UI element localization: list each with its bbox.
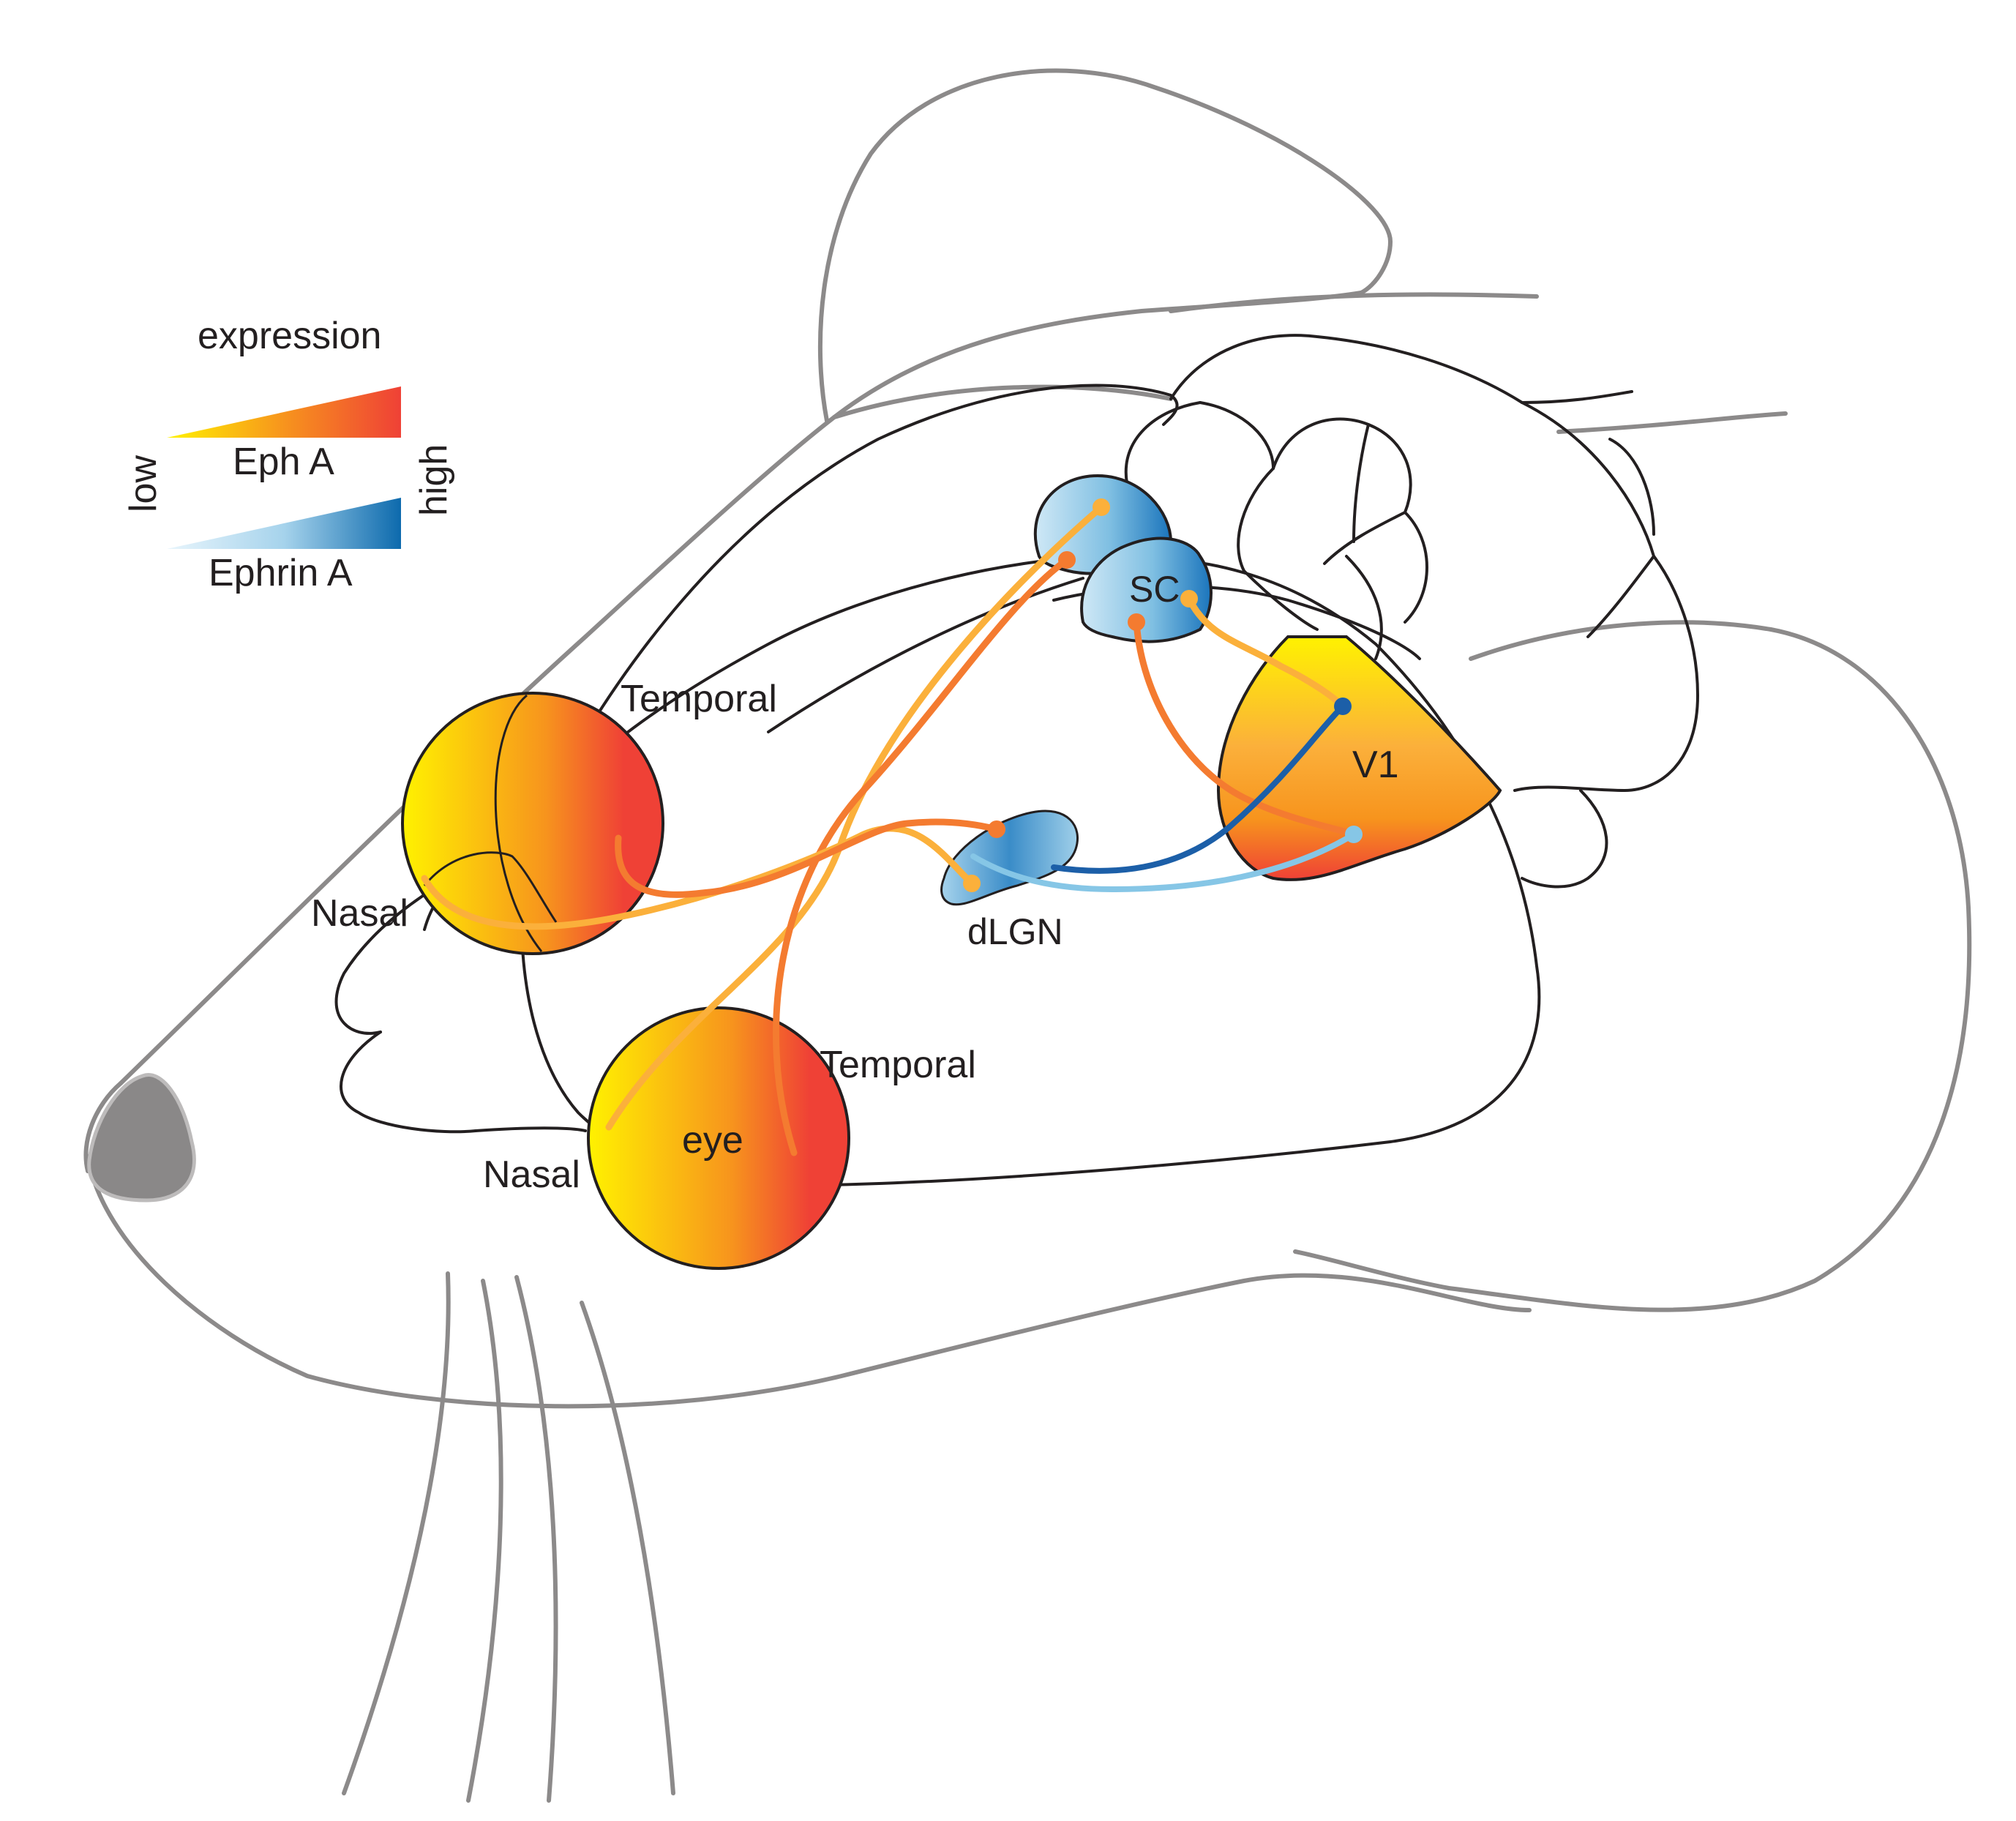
- expression-legend: expression Eph A Ephrin A low high: [122, 315, 455, 594]
- eph-a-gradient-wedge: [167, 386, 401, 438]
- lower-eye: eye: [587, 1006, 850, 1270]
- nasal-lower-label: Nasal: [483, 1153, 580, 1196]
- temporal-lower-label: Temporal: [820, 1044, 976, 1086]
- terminal-v1-light-blue: [1345, 826, 1363, 843]
- whiskers: [342, 1271, 675, 1803]
- terminal-v1-dark-blue: [1334, 698, 1352, 715]
- superior-colliculus: SC: [1033, 474, 1213, 643]
- terminal-sc-orange-upper: [1058, 551, 1076, 569]
- axon-dlgn-to-v1-dark-blue: [1051, 703, 1346, 874]
- terminal-sc-yellow-lower: [1180, 590, 1198, 607]
- dlgn-label: dLGN: [967, 911, 1063, 952]
- dlgn: dLGN: [940, 809, 1079, 952]
- legend-high-label: high: [413, 444, 455, 516]
- axon-lower-eye-temporal-to-sc: [772, 556, 1071, 1156]
- terminal-dlgn-orange: [988, 820, 1005, 838]
- upper-eye: [401, 692, 664, 955]
- terminal-sc-orange-lower: [1128, 613, 1145, 631]
- sc-lower-lobe: [1080, 536, 1213, 643]
- legend-title: expression: [198, 315, 381, 357]
- axon-upper-eye-temporal-to-dlgn: [615, 818, 1000, 898]
- axon-sc-to-v1-yellow: [1185, 595, 1346, 710]
- sc-label: SC: [1129, 569, 1180, 610]
- legend-low-label: low: [122, 455, 165, 512]
- axon-terminals: [963, 498, 1363, 892]
- nose: [87, 1073, 196, 1203]
- v1-cortex: V1: [1216, 635, 1502, 881]
- temporal-upper-label: Temporal: [621, 678, 777, 720]
- axon-projections: [421, 504, 1357, 1156]
- terminal-sc-yellow-upper: [1093, 498, 1110, 516]
- eye-label: eye: [682, 1119, 743, 1162]
- axon-dlgn-to-v1-light-blue: [970, 831, 1357, 893]
- axon-sc-to-v1-orange: [1133, 618, 1357, 838]
- lower-eye-circle: [587, 1006, 850, 1270]
- ephrin-a-gradient-wedge: [167, 498, 401, 549]
- brain-outline: [334, 334, 1700, 1188]
- ephrin-a-label: Ephrin A: [209, 552, 353, 594]
- terminal-dlgn-yellow: [963, 875, 981, 892]
- upper-eye-inner-lines: [494, 694, 543, 952]
- v1-label: V1: [1352, 744, 1399, 786]
- head-outline: [83, 68, 1972, 1409]
- nasal-upper-label: Nasal: [311, 892, 408, 935]
- eph-a-label: Eph A: [233, 441, 334, 483]
- upper-eye-circle: [401, 692, 664, 955]
